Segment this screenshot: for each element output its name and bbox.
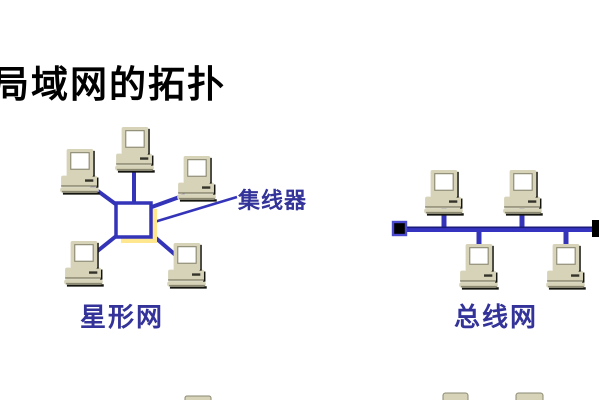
computer-icon [63, 241, 104, 287]
page-title: 局域网的拓扑 [0, 64, 226, 105]
bus-terminator-icon [592, 220, 599, 237]
bus-trunk-line [400, 226, 597, 232]
computer-icon [176, 156, 217, 202]
hub-square-icon [114, 201, 157, 243]
cutoff-computer-tops [184, 392, 544, 400]
bus-network-diagram [391, 170, 599, 290]
computer-icon [114, 127, 155, 173]
computer-icon [502, 170, 543, 216]
computer-icon [166, 243, 207, 289]
computer-icon [545, 244, 586, 290]
computer-icon [59, 149, 100, 195]
bus-network-label: 总线网 [454, 302, 539, 332]
star-network-label: 星形网 [80, 302, 165, 332]
computer-icon [458, 244, 499, 290]
hub-label: 集线器 [238, 188, 308, 213]
bus-terminator-icon [391, 220, 408, 237]
computer-icon [423, 170, 464, 216]
star-network-diagram [59, 127, 238, 289]
